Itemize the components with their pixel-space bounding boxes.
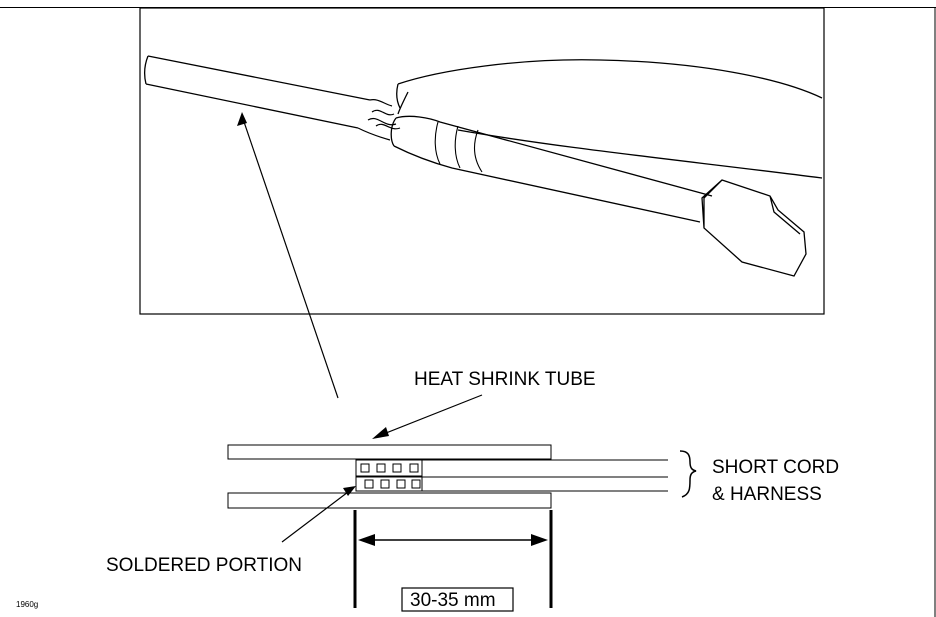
dimension-box <box>401 587 514 612</box>
heat-shrink-arrow <box>372 394 483 439</box>
pointer-arrow <box>237 112 339 399</box>
heat-shrink-tube-label: HEAT SHRINK TUBE <box>414 369 596 390</box>
soldered-portion-arrow <box>281 486 356 543</box>
heat-shrink-upper <box>227 444 552 460</box>
short-cord-label-line1: SHORT CORD <box>712 457 839 478</box>
short-cord-label-line2: & HARNESS <box>712 484 822 505</box>
heat-shrink-lower <box>227 492 552 509</box>
solder-marks <box>360 463 421 489</box>
dimension-label: 30-35 mm <box>410 590 496 611</box>
cross-section-schematic <box>227 444 697 509</box>
brace-lower <box>681 479 691 498</box>
cable-illustration <box>139 7 825 315</box>
figure-id: 1960g <box>16 600 38 609</box>
brace-upper <box>679 450 697 481</box>
soldered-portion-label: SOLDERED PORTION <box>106 555 302 576</box>
dimension-lines <box>353 510 553 608</box>
